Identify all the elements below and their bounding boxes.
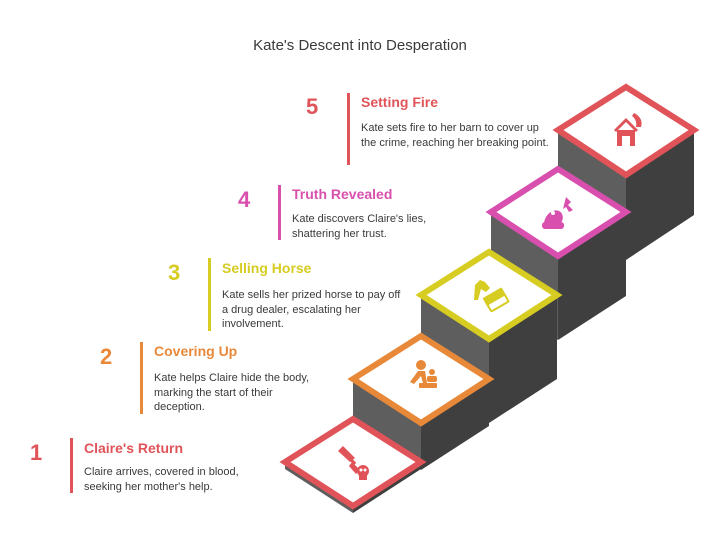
step-heading: Setting Fire [361, 94, 439, 110]
step-heading: Selling Horse [222, 260, 312, 276]
person-hiding-body-icon [410, 360, 437, 388]
dagger-skull-icon [338, 446, 369, 480]
step-divider [347, 93, 350, 165]
step-number: 3 [168, 260, 181, 285]
step-number: 2 [100, 344, 113, 369]
step-number: 1 [30, 440, 43, 465]
step-heading: Claire's Return [84, 440, 184, 456]
stair-block-2 [347, 332, 495, 470]
step-divider [208, 258, 211, 331]
horse-cash-icon [474, 280, 510, 313]
step-description: Kate helps Claire hide the body, marking… [154, 372, 310, 413]
step-description: Kate sets fire to her barn to cover up t… [361, 122, 549, 149]
step-divider [140, 342, 143, 414]
step-heading: Truth Revealed [292, 186, 393, 202]
step-divider [278, 185, 281, 240]
broken-trust-icon [542, 197, 573, 229]
step-heading: Covering Up [154, 343, 238, 359]
step-description: Claire arrives, covered in blood, seekin… [84, 466, 239, 493]
step-number: 5 [306, 94, 319, 119]
step-divider [70, 438, 73, 493]
step-number: 4 [238, 187, 251, 212]
step-description: Kate discovers Claire's lies, shattering… [292, 213, 427, 240]
burning-barn-icon [614, 113, 642, 146]
diagram-title: Kate's Descent into Desperation [253, 37, 467, 54]
step-description: Kate sells her prized horse to pay off a… [222, 289, 401, 330]
